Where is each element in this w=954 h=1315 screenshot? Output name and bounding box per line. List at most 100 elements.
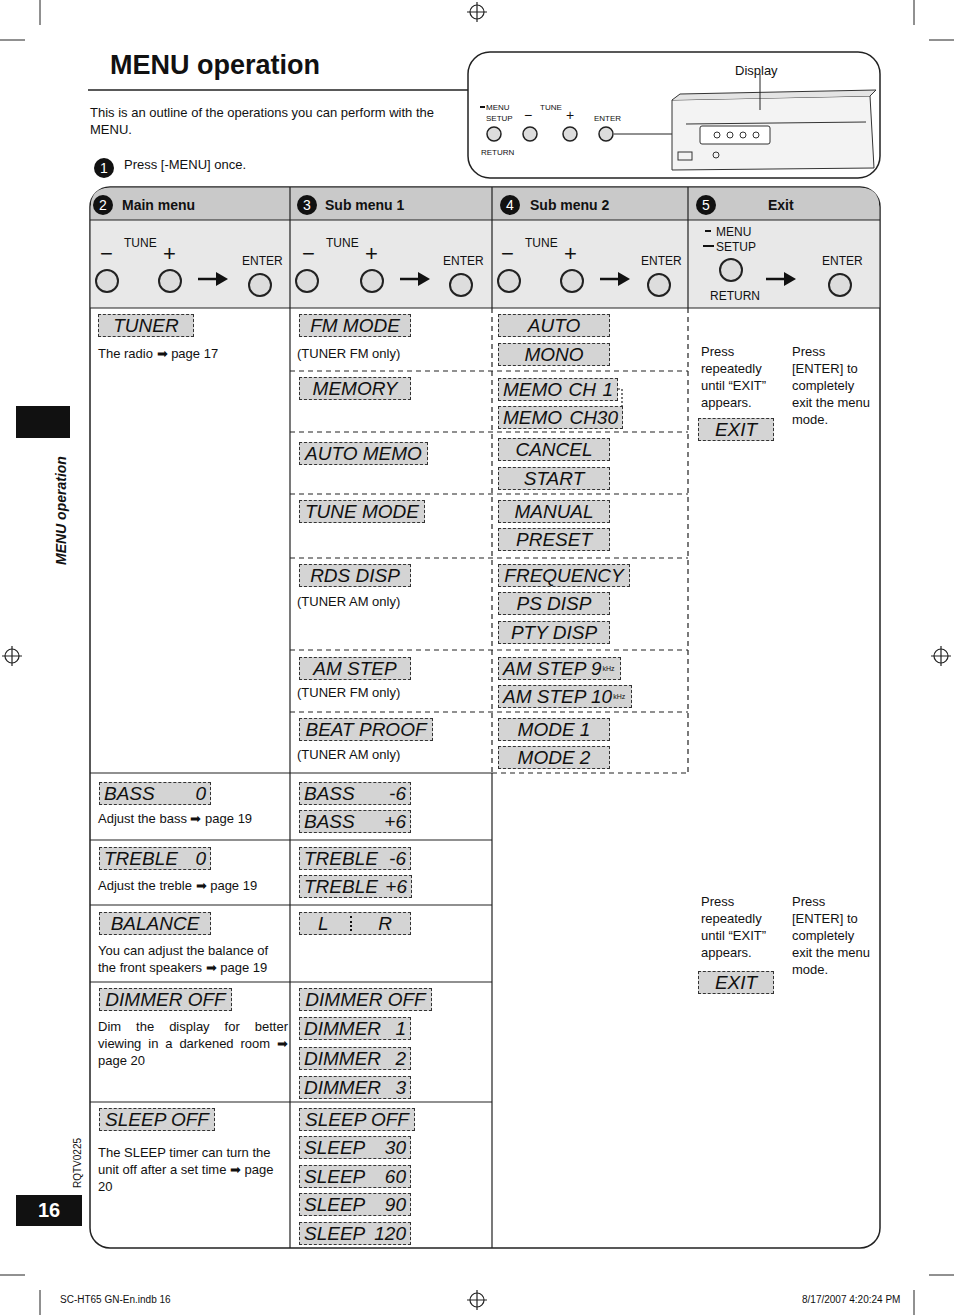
button-label: TUNE [124, 237, 157, 250]
display-text: MANUAL [503, 501, 605, 522]
cell-note: (TUNER AM only) [297, 746, 487, 763]
title-rule [88, 89, 468, 91]
lcd-display-box: BASS -6 [299, 782, 411, 805]
display-text: AM STEP [304, 658, 406, 679]
button-label: ENTER [594, 114, 621, 123]
lcd-display-box: TREBLE -6 [299, 847, 411, 870]
button-label: − [501, 243, 514, 265]
display-text: TREBLE 0 [104, 848, 206, 869]
button-label: + [365, 243, 378, 265]
button-label: TUNE [540, 103, 562, 112]
display-text: PS DISP [503, 593, 605, 614]
display-text: AUTO [503, 315, 605, 336]
display-text: PRESET [503, 529, 605, 550]
lcd-display-box: BALANCE [99, 912, 211, 935]
lcd-display-box: SLEEP 90 [299, 1193, 411, 1216]
display-text: RDS DISP [304, 565, 406, 586]
cell-note: (TUNER AM only) [297, 593, 487, 610]
lcd-display-box: BASS 0 [99, 782, 211, 805]
button-label: MENU [716, 226, 751, 239]
button-label: SETUP [716, 241, 756, 254]
column-heading: Exit [768, 197, 794, 213]
panel-buttons [480, 106, 700, 141]
display-text: MEMORY [304, 378, 406, 399]
button-label: + [566, 108, 574, 122]
lcd-display-box: FREQUENCY [498, 564, 630, 587]
display-text: BALANCE [104, 913, 206, 934]
display-text: MEMO CH 1 [503, 379, 613, 400]
submenu-dashed-rules [290, 308, 688, 773]
display-text: SLEEP OFF [104, 1109, 210, 1130]
section-tab-text: MENU operation [53, 456, 69, 565]
display-text: SLEEP 120 [304, 1223, 406, 1244]
lcd-display-box: BEAT PROOF [299, 718, 433, 741]
display-text: EXIT [703, 972, 769, 993]
balance-marker [350, 916, 356, 931]
lcd-display-box: SLEEP OFF [99, 1108, 215, 1131]
lcd-display-box: TREBLE +6 [299, 875, 412, 898]
button-label: ENTER [641, 255, 682, 268]
lcd-display-box: EXIT [698, 971, 774, 994]
button-label: − [302, 243, 315, 265]
cell-note: Press [ENTER] to completely exit the men… [792, 343, 877, 428]
display-text: BASS +6 [304, 811, 406, 832]
lcd-display-box: PRESET [498, 528, 610, 551]
lcd-display-box: PTY DISP [498, 621, 610, 644]
button-label: TUNE [326, 237, 359, 250]
lcd-display-box: PS DISP [498, 592, 610, 615]
cell-note: (TUNER FM only) [297, 684, 487, 701]
display-text: BEAT PROOF [304, 719, 428, 740]
lcd-display-box: DIMMER OFF [99, 988, 232, 1011]
display-text: TREBLE -6 [304, 848, 406, 869]
lcd-display-box: SLEEP OFF [299, 1108, 415, 1131]
cell-note: Press repeatedly until “EXIT” appears. [701, 893, 783, 961]
callout-number: 2 [93, 195, 113, 215]
page-number: 16 [16, 1195, 82, 1226]
unit-text: kHz [603, 658, 615, 679]
lcd-display-box: MANUAL [498, 500, 610, 523]
display-text: SLEEP OFF [304, 1109, 410, 1130]
display-text: TREBLE +6 [304, 876, 407, 897]
display-text: MODE 1 [503, 719, 605, 740]
step-arrows [198, 230, 796, 286]
lcd-display-box: DIMMER 3 [299, 1076, 411, 1099]
panel-callout [468, 52, 880, 178]
button-label: + [163, 243, 176, 265]
column-heading: Main menu [122, 197, 195, 213]
button-label: RETURN [710, 290, 760, 303]
button-label: − [100, 243, 113, 265]
unit-text: kHz [613, 686, 625, 707]
callout-number: 3 [297, 195, 317, 215]
display-text: TUNE MODE [304, 501, 420, 522]
lcd-display-box: MODE 1 [498, 718, 610, 741]
display-text: SLEEP 60 [304, 1166, 406, 1187]
lcd-display-box: CANCEL [498, 438, 610, 461]
print-footer: SC-HT65 GN-En.indb 16 [60, 1294, 171, 1305]
lcd-display-box: FM MODE [299, 314, 411, 337]
cell-note: Press [ENTER] to completely exit the men… [792, 893, 877, 978]
button-label: ENTER [822, 255, 863, 268]
unit-illustration [672, 74, 876, 170]
lcd-display-box: LR [299, 912, 411, 935]
lcd-display-box: TUNE MODE [299, 500, 425, 523]
display-text: BASS 0 [104, 783, 206, 804]
display-text: MONO [503, 344, 605, 365]
display-text: DIMMER OFF [304, 989, 427, 1010]
cell-note: You can adjust the balance of the front … [98, 942, 288, 976]
display-text: START [503, 468, 605, 489]
callout-number: 1 [94, 158, 114, 178]
display-text: AM STEP 9 [503, 658, 602, 679]
button-label: − [524, 108, 532, 122]
cell-note: Adjust the treble ➡ page 19 [98, 877, 288, 894]
display-text: DIMMER 2 [304, 1048, 406, 1069]
table-rules [90, 187, 880, 1248]
display-text: MODE 2 [503, 747, 605, 768]
page-title: MENU operation [110, 50, 320, 81]
display-text: DIMMER 1 [304, 1018, 406, 1039]
lcd-display-box: RDS DISP [299, 564, 411, 587]
cell-note: Dim the display for better viewing in a … [98, 1018, 288, 1069]
display-text: MEMO CH30 [503, 407, 618, 428]
lcd-display-box: MEMO CH30 [498, 406, 623, 429]
display-text: CANCEL [503, 439, 605, 460]
